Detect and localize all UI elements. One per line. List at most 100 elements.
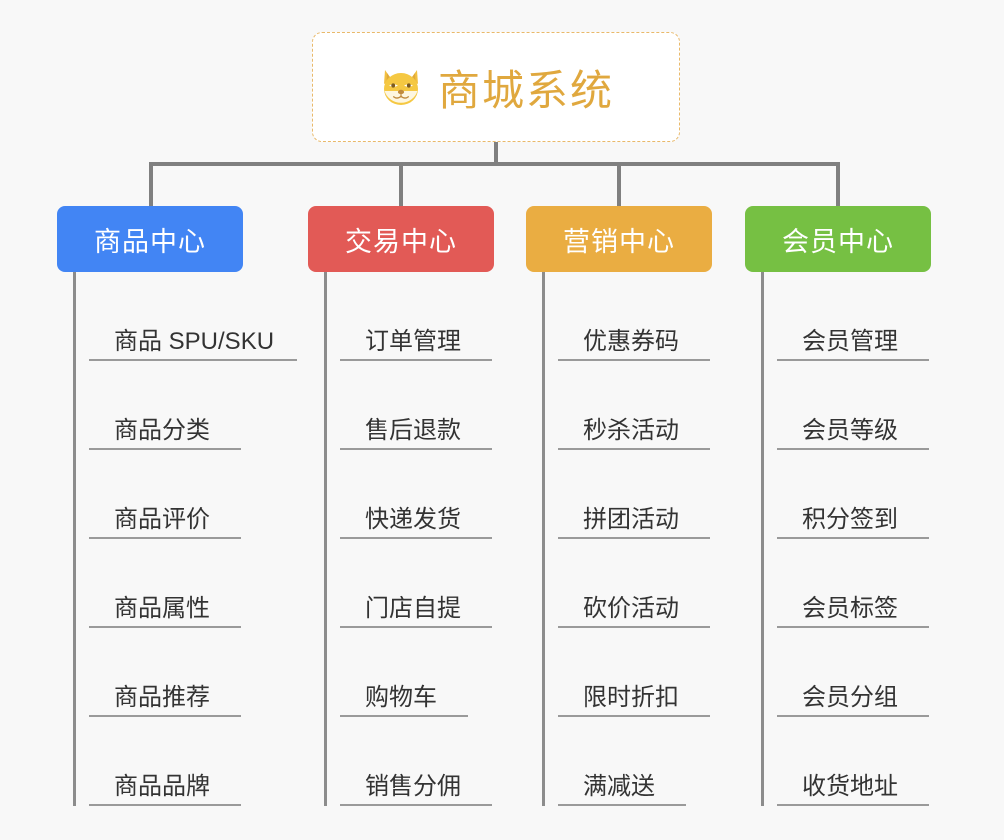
branch-spine bbox=[324, 272, 327, 806]
leaf-item-label: 拼团活动 bbox=[583, 506, 679, 533]
leaf-item-label: 快递发货 bbox=[365, 506, 461, 533]
leaf-item-label: 门店自提 bbox=[365, 595, 461, 622]
branch-spine bbox=[542, 272, 545, 806]
leaf-item-label: 购物车 bbox=[365, 684, 437, 711]
leaf-item-underline bbox=[558, 715, 710, 717]
branch-spine bbox=[761, 272, 764, 806]
connector-drop-4 bbox=[836, 162, 840, 208]
category-box-product-center[interactable]: 商品中心 bbox=[57, 206, 243, 272]
branch-items-trade-center: 订单管理售后退款快递发货门店自提购物车销售分佣 bbox=[308, 272, 494, 806]
branch-column-member-center: 会员中心会员管理会员等级积分签到会员标签会员分组收货地址 bbox=[745, 206, 931, 806]
leaf-item[interactable]: 砍价活动 bbox=[542, 539, 712, 628]
shiba-dog-face-icon bbox=[378, 64, 424, 110]
leaf-item-underline bbox=[777, 715, 929, 717]
leaf-item-label: 会员管理 bbox=[802, 328, 898, 355]
leaf-item[interactable]: 销售分佣 bbox=[324, 717, 494, 806]
leaf-item-underline bbox=[89, 626, 241, 628]
category-box-marketing-center[interactable]: 营销中心 bbox=[526, 206, 712, 272]
leaf-item-label: 销售分佣 bbox=[365, 773, 461, 800]
category-label: 商品中心 bbox=[94, 226, 206, 257]
leaf-item-underline bbox=[340, 448, 492, 450]
leaf-item[interactable]: 售后退款 bbox=[324, 361, 494, 450]
branch-column-product-center: 商品中心商品 SPU/SKU 商品分类商品评价商品属性商品推荐商品品牌 bbox=[57, 206, 297, 806]
leaf-item[interactable]: 会员等级 bbox=[761, 361, 931, 450]
branch-items-member-center: 会员管理会员等级积分签到会员标签会员分组收货地址 bbox=[745, 272, 931, 806]
branch-column-trade-center: 交易中心订单管理售后退款快递发货门店自提购物车销售分佣 bbox=[308, 206, 494, 806]
leaf-item-label: 秒杀活动 bbox=[583, 417, 679, 444]
leaf-item-underline bbox=[340, 804, 492, 806]
connector-drop-2 bbox=[399, 162, 403, 208]
leaf-item[interactable]: 商品评价 bbox=[73, 450, 243, 539]
leaf-item-label: 收货地址 bbox=[802, 773, 898, 800]
connector-horizontal-bus bbox=[149, 162, 840, 166]
leaf-item[interactable]: 商品推荐 bbox=[73, 628, 243, 717]
leaf-item[interactable]: 商品属性 bbox=[73, 539, 243, 628]
leaf-item-underline bbox=[340, 359, 492, 361]
root-node[interactable]: 商城系统 bbox=[312, 32, 680, 142]
connector-drop-1 bbox=[149, 162, 153, 208]
leaf-item-underline bbox=[558, 804, 686, 806]
leaf-item[interactable]: 快递发货 bbox=[324, 450, 494, 539]
leaf-item-underline bbox=[340, 626, 492, 628]
leaf-item-underline bbox=[777, 626, 929, 628]
leaf-item[interactable]: 购物车 bbox=[324, 628, 494, 717]
leaf-item[interactable]: 商品品牌 bbox=[73, 717, 243, 806]
leaf-item[interactable]: 秒杀活动 bbox=[542, 361, 712, 450]
leaf-item[interactable]: 优惠券码 bbox=[542, 272, 712, 361]
leaf-item[interactable]: 满减送 bbox=[542, 717, 712, 806]
leaf-item-underline bbox=[89, 715, 241, 717]
leaf-item-underline bbox=[777, 804, 929, 806]
leaf-item-label: 售后退款 bbox=[365, 417, 461, 444]
leaf-item-label: 商品属性 bbox=[114, 595, 210, 622]
leaf-item-label: 商品推荐 bbox=[114, 684, 210, 711]
leaf-item-label: 订单管理 bbox=[365, 328, 461, 355]
branch-items-marketing-center: 优惠券码秒杀活动拼团活动砍价活动限时折扣满减送 bbox=[526, 272, 712, 806]
leaf-item-underline bbox=[558, 626, 710, 628]
leaf-item[interactable]: 收货地址 bbox=[761, 717, 931, 806]
leaf-item[interactable]: 会员标签 bbox=[761, 539, 931, 628]
leaf-item-underline bbox=[558, 359, 710, 361]
leaf-item-underline bbox=[777, 448, 929, 450]
leaf-item[interactable]: 订单管理 bbox=[324, 272, 494, 361]
category-box-trade-center[interactable]: 交易中心 bbox=[308, 206, 494, 272]
branch-column-marketing-center: 营销中心优惠券码秒杀活动拼团活动砍价活动限时折扣满减送 bbox=[526, 206, 712, 806]
leaf-item[interactable]: 限时折扣 bbox=[542, 628, 712, 717]
leaf-item-underline bbox=[558, 537, 710, 539]
leaf-item-label: 商品品牌 bbox=[114, 773, 210, 800]
leaf-item-label: 商品评价 bbox=[114, 506, 210, 533]
leaf-item[interactable]: 会员管理 bbox=[761, 272, 931, 361]
category-label: 会员中心 bbox=[782, 226, 894, 257]
leaf-item-underline bbox=[89, 537, 241, 539]
leaf-item-label: 满减送 bbox=[583, 773, 655, 800]
leaf-item-underline bbox=[89, 804, 241, 806]
leaf-item-label: 会员分组 bbox=[802, 684, 898, 711]
leaf-item[interactable]: 拼团活动 bbox=[542, 450, 712, 539]
root-title: 商城系统 bbox=[437, 66, 614, 114]
leaf-item-label: 商品 SPU/SKU bbox=[114, 328, 275, 355]
leaf-item-label: 优惠券码 bbox=[583, 328, 679, 355]
leaf-item[interactable]: 门店自提 bbox=[324, 539, 494, 628]
leaf-item-underline bbox=[340, 715, 468, 717]
leaf-item-label: 限时折扣 bbox=[583, 684, 679, 711]
connector-root-stem bbox=[494, 142, 498, 164]
leaf-item[interactable]: 会员分组 bbox=[761, 628, 931, 717]
leaf-item-underline bbox=[777, 359, 929, 361]
leaf-item-underline bbox=[89, 359, 297, 361]
leaf-item-label: 商品分类 bbox=[114, 417, 210, 444]
leaf-item[interactable]: 积分签到 bbox=[761, 450, 931, 539]
leaf-item-underline bbox=[340, 537, 492, 539]
category-box-member-center[interactable]: 会员中心 bbox=[745, 206, 931, 272]
leaf-item[interactable]: 商品分类 bbox=[73, 361, 243, 450]
leaf-item[interactable]: 商品 SPU/SKU bbox=[73, 272, 297, 361]
branch-spine bbox=[73, 272, 76, 806]
leaf-item-label: 砍价活动 bbox=[583, 595, 679, 622]
leaf-item-label: 会员等级 bbox=[802, 417, 898, 444]
leaf-item-underline bbox=[777, 537, 929, 539]
category-label: 交易中心 bbox=[345, 226, 457, 257]
leaf-item-label: 积分签到 bbox=[802, 506, 898, 533]
category-label: 营销中心 bbox=[563, 226, 675, 257]
connector-drop-3 bbox=[617, 162, 621, 208]
branch-items-product-center: 商品 SPU/SKU 商品分类商品评价商品属性商品推荐商品品牌 bbox=[57, 272, 297, 806]
leaf-item-underline bbox=[89, 448, 241, 450]
